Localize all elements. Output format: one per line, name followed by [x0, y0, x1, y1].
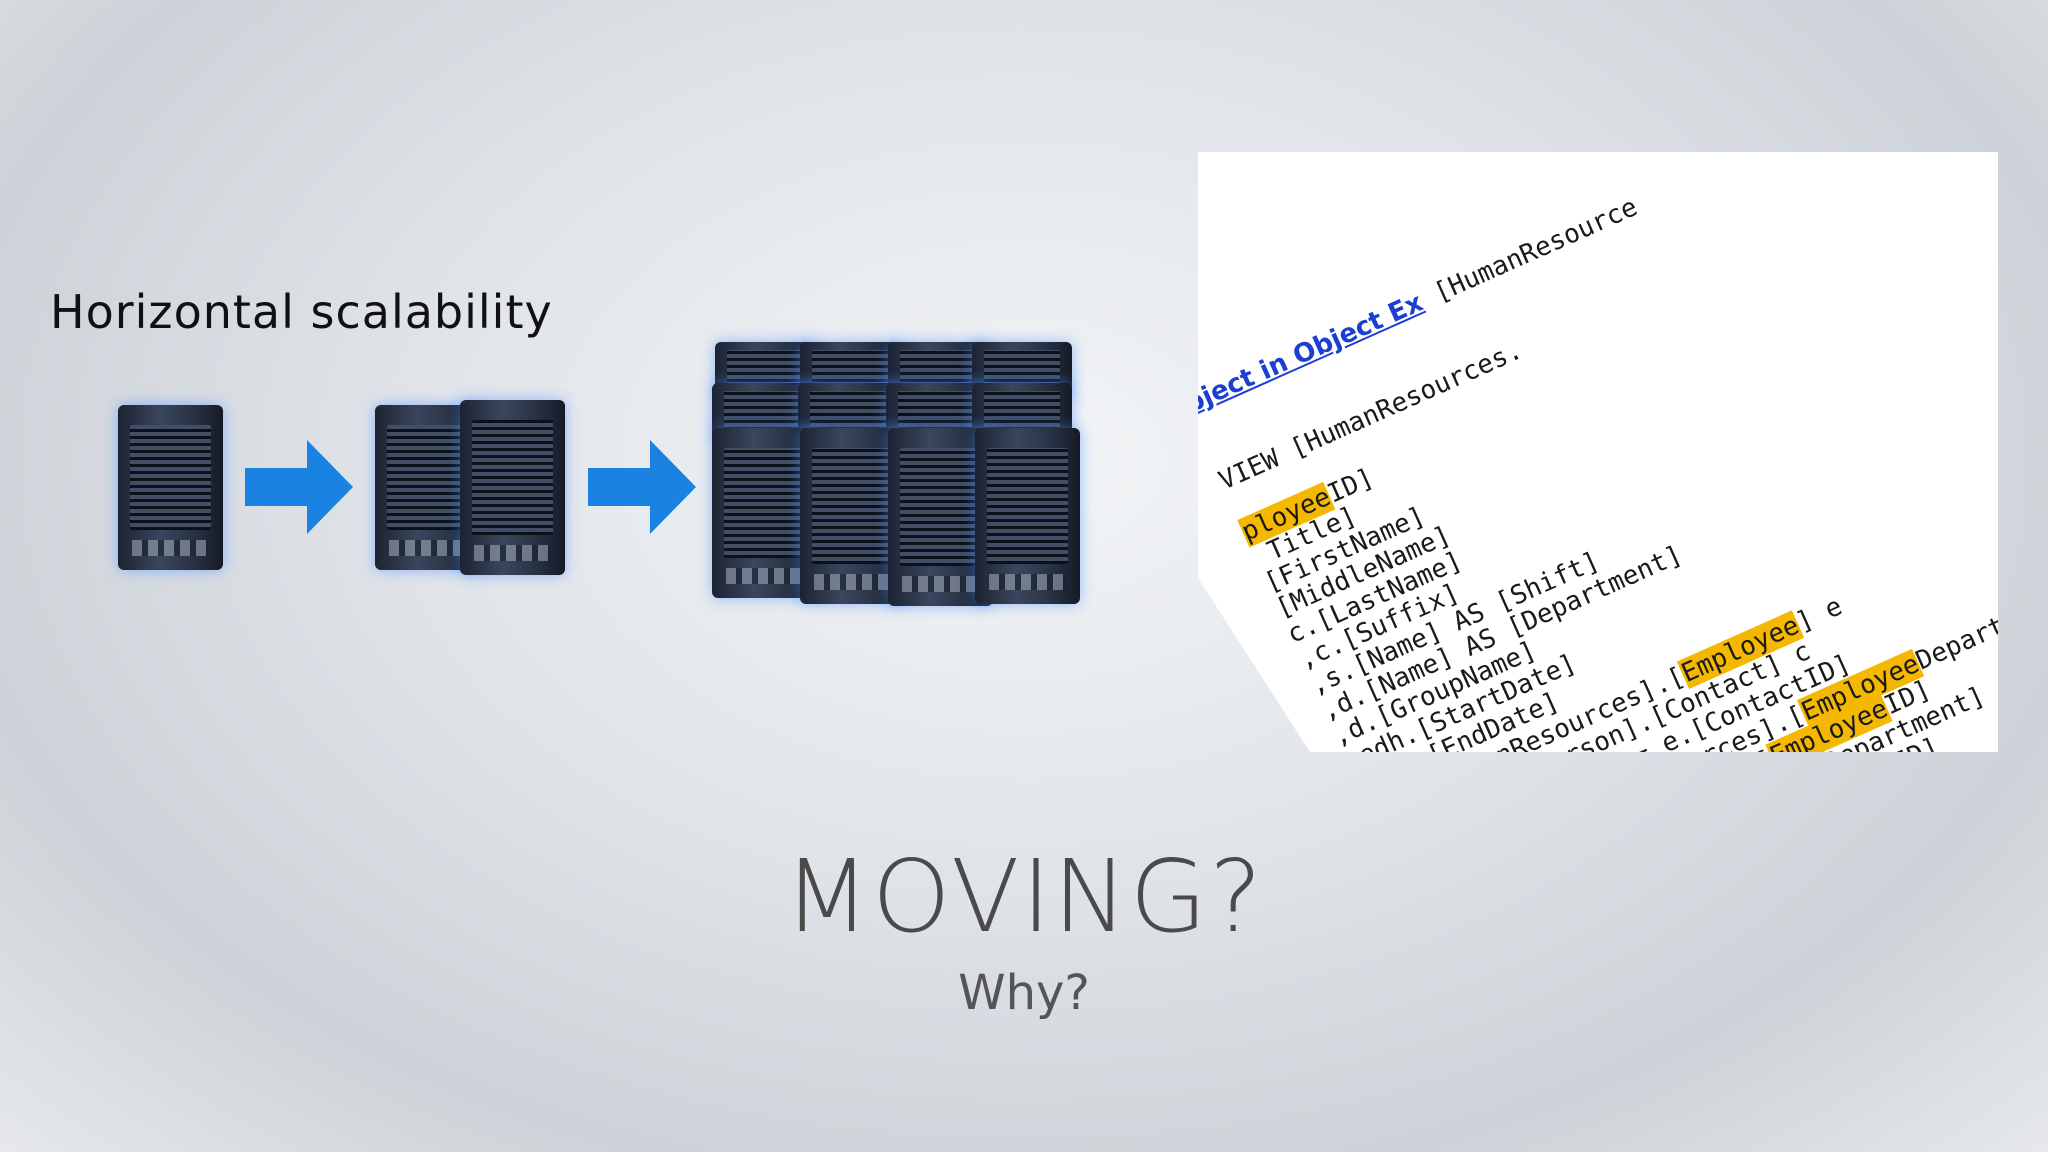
server-icon: [800, 428, 905, 604]
server-icon: [460, 400, 565, 575]
sql-code-screenshot: bject in Object Ex [HumanResource VIEW […: [1198, 152, 1998, 752]
server-icon: [712, 428, 817, 598]
sql-code-text: bject in Object Ex [HumanResource VIEW […: [1198, 152, 1998, 752]
slide-title: MOVING?: [783, 838, 1265, 955]
right-arrow-icon: [588, 440, 696, 534]
slide-heading: Horizontal scalability: [50, 285, 553, 339]
server-icon: [118, 405, 223, 570]
server-icon: [975, 428, 1080, 604]
slide-subtitle: Why?: [958, 965, 1090, 1021]
right-arrow-icon: [245, 440, 353, 534]
